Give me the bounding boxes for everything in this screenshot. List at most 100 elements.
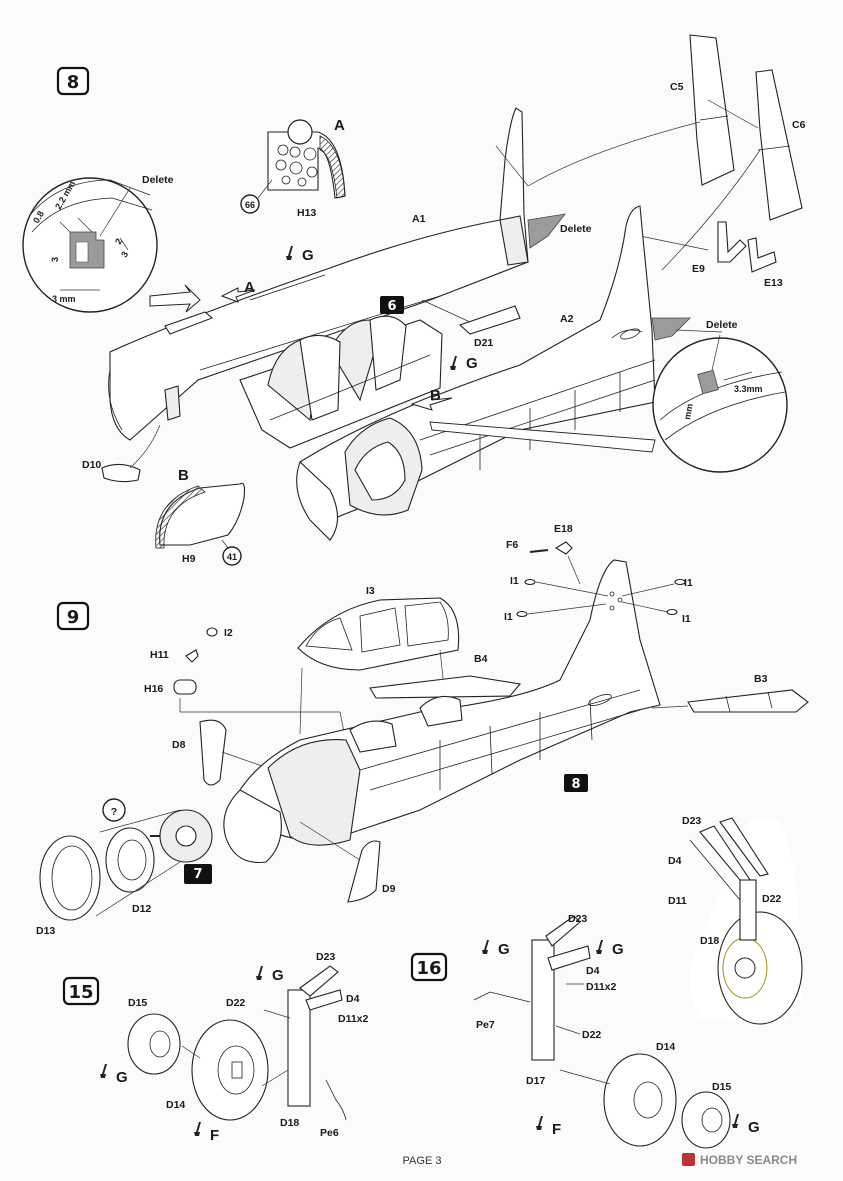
svg-text:D23: D23: [682, 815, 701, 827]
svg-text:D11x2: D11x2: [338, 1013, 369, 1025]
part-d10: D10: [82, 424, 161, 483]
svg-text:mm: mm: [682, 403, 695, 421]
svg-text:D14: D14: [656, 1041, 675, 1053]
svg-text:F6: F6: [506, 539, 518, 551]
callout-a-fuselage: A: [244, 279, 255, 296]
cockpit-tub: 6: [239, 296, 443, 449]
arrow-b: [410, 395, 453, 411]
ref-step-8: 8: [571, 777, 580, 792]
step16-pe7: Pe7: [473, 991, 531, 1031]
step-16-marker: 16: [410, 952, 448, 982]
unknown-part-callout: ?: [102, 798, 126, 822]
svg-text:D22: D22: [226, 997, 245, 1009]
part-i2: I2: [206, 627, 233, 639]
svg-text:I2: I2: [224, 627, 233, 639]
rudder-c6: C6: [755, 69, 806, 221]
callout-a-panel: A: [334, 117, 345, 134]
svg-text:D13: D13: [36, 925, 55, 937]
label-delete-a1: Delete: [560, 223, 592, 235]
paint-g-step15-top: G: [256, 966, 284, 984]
rudder-c5: C5: [670, 34, 735, 186]
step-9-marker: 9: [56, 601, 90, 631]
part-h11: H11: [150, 649, 199, 663]
fuselage-assembled: 8: [223, 559, 661, 864]
svg-text:D9: D9: [382, 883, 396, 895]
fuselage-half-a1: A1 Delete: [108, 107, 592, 441]
detail-pointer-right: [429, 421, 656, 453]
svg-text:D17: D17: [526, 1075, 545, 1087]
svg-text:8: 8: [67, 72, 80, 93]
svg-text:I1: I1: [682, 613, 691, 625]
svg-text:D18: D18: [280, 1117, 299, 1129]
svg-text:D22: D22: [762, 893, 781, 905]
svg-text:H11: H11: [150, 649, 169, 661]
svg-text:D14: D14: [166, 1099, 185, 1111]
svg-text:D23: D23: [568, 913, 587, 925]
paint-code-66: 66: [245, 200, 255, 210]
svg-text:D11: D11: [668, 895, 687, 907]
svg-text:D4: D4: [586, 965, 600, 977]
svg-text:?: ?: [111, 806, 117, 818]
label-delete-detail: Delete: [142, 174, 174, 186]
svg-text:E9: E9: [692, 263, 705, 275]
svg-text:G: G: [302, 247, 314, 264]
step15-wheel-d14: D14: [166, 1019, 269, 1121]
svg-text:D15: D15: [712, 1081, 731, 1093]
part-h16: H16: [144, 679, 197, 695]
step-15-marker: 15: [62, 976, 100, 1006]
label-a1: A1: [412, 213, 426, 225]
svg-text:F: F: [552, 1121, 561, 1138]
part-d9: D9: [347, 840, 396, 903]
part-e13: E13: [747, 237, 783, 289]
leader-d21: [421, 299, 471, 323]
instrument-panel-h13: A H13 66: [240, 117, 346, 219]
dim-2: 2: [113, 237, 124, 246]
parts-i1: I1 I1 I1 I1: [504, 575, 693, 625]
svg-text:15: 15: [68, 982, 93, 1003]
svg-text:G: G: [466, 355, 478, 372]
canopy-i3: I3: [297, 585, 460, 671]
tailplane-b4: B4: [369, 653, 522, 699]
svg-text:G: G: [272, 967, 284, 984]
svg-text:D12: D12: [132, 903, 151, 915]
engine-cowl-d13: D13: [36, 835, 101, 937]
ref-step-7: 7: [193, 867, 202, 882]
svg-text:Pe6: Pe6: [320, 1127, 339, 1139]
svg-text:I3: I3: [366, 585, 375, 597]
page-number: PAGE 3: [403, 1155, 442, 1167]
svg-text:G: G: [498, 941, 510, 958]
svg-text:B3: B3: [754, 673, 768, 685]
step15-hub-d15: D15: [127, 997, 181, 1075]
callout-b-h9: B: [178, 467, 189, 484]
detail-pointer-arrow: [149, 284, 201, 313]
svg-text:I1: I1: [684, 577, 693, 589]
dim-3a: 3: [50, 257, 60, 262]
svg-text:D10: D10: [82, 459, 101, 471]
paint-f-step16: F: [536, 1116, 561, 1138]
watermark: HOBBY SEARCH: [682, 1153, 797, 1167]
svg-text:H9: H9: [182, 553, 196, 565]
svg-text:F: F: [210, 1127, 219, 1144]
main-gear-detail: D23 D4 D11 D22 D18: [668, 815, 803, 1025]
step-8-marker: 8: [56, 66, 90, 96]
part-e9: E9: [692, 221, 747, 275]
tailplane-b3: B3: [687, 673, 809, 713]
svg-text:G: G: [612, 941, 624, 958]
paint-f-step15: F: [194, 1122, 219, 1144]
step16-hub-d15: D15: [681, 1081, 731, 1149]
dim-3b: 3: [119, 250, 130, 259]
svg-text:D22: D22: [582, 1029, 601, 1041]
svg-text:16: 16: [416, 958, 441, 979]
callout-b-fuselage: B: [430, 387, 441, 404]
arrow-a: [220, 287, 256, 303]
svg-text:A2: A2: [560, 313, 574, 325]
svg-text:Pe7: Pe7: [476, 1019, 495, 1031]
svg-text:C6: C6: [792, 119, 806, 131]
part-d21: D21: [458, 305, 521, 349]
svg-text:E18: E18: [554, 523, 573, 535]
svg-text:C5: C5: [670, 81, 684, 93]
svg-text:D23: D23: [316, 951, 335, 963]
paint-g-step16-hub: G: [732, 1114, 760, 1136]
